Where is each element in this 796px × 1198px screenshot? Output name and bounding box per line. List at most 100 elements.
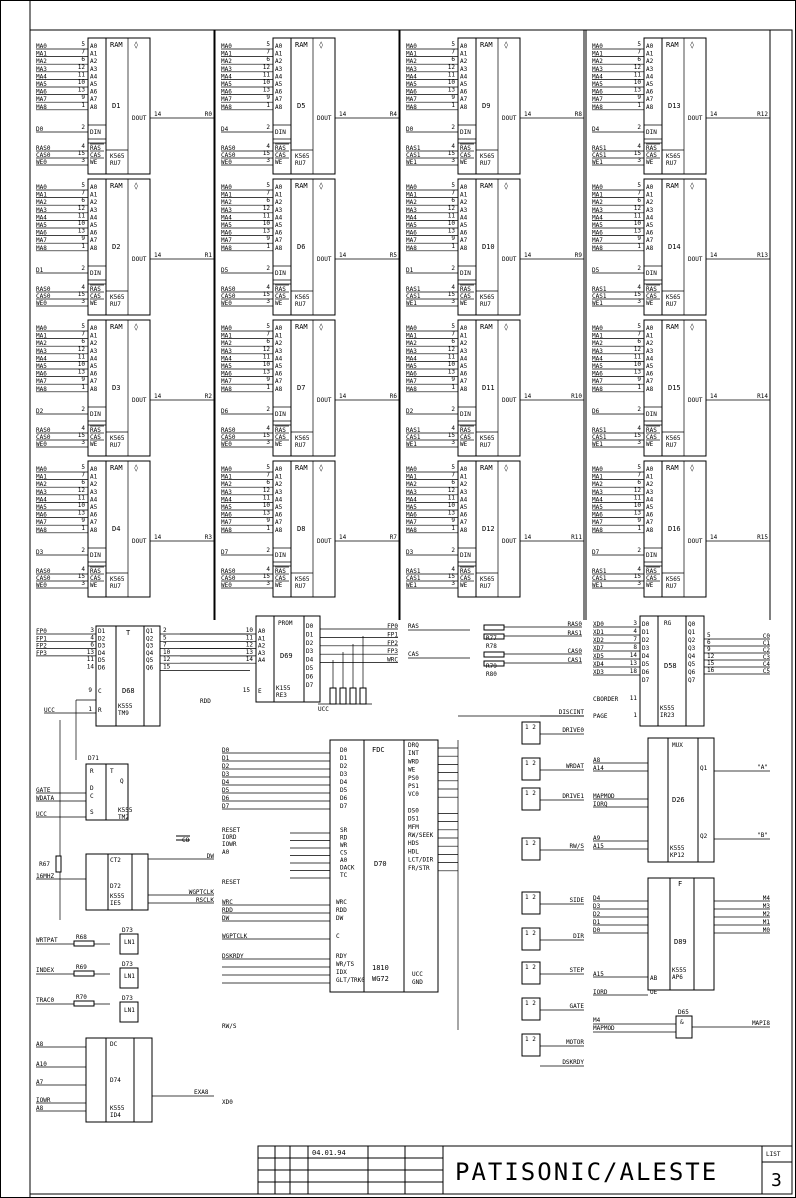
ctrl-pin-number: 3 bbox=[266, 298, 270, 305]
addr-pin-name: A8 bbox=[460, 527, 468, 534]
d89-input-a15: A15 bbox=[593, 971, 604, 978]
addr-pin-number: 12 bbox=[78, 205, 86, 212]
d70-part2: WG72 bbox=[372, 975, 389, 983]
d74-input-iowr: IOWR bbox=[36, 1097, 51, 1104]
ctrl-signal: CAS1 bbox=[406, 575, 421, 582]
din-signal: D2 bbox=[36, 408, 44, 415]
ctrl-signal: CAS0 bbox=[221, 575, 236, 582]
addr-pin-number: 1 bbox=[451, 243, 455, 250]
d26-input-iorq: IORQ bbox=[593, 801, 608, 808]
addr-pin-number: 11 bbox=[78, 353, 86, 360]
addr-pin-name: A1 bbox=[275, 51, 283, 58]
d89-input-d3: D3 bbox=[593, 903, 601, 910]
d69-a-name: A3 bbox=[258, 650, 266, 657]
ctrl-pin-number: 15 bbox=[263, 150, 271, 157]
addr-pin-name: A7 bbox=[460, 237, 468, 244]
addr-pin-number: 13 bbox=[263, 369, 271, 376]
d69-a-name: A4 bbox=[258, 657, 266, 664]
dout-label: DOUT bbox=[688, 115, 703, 122]
addr-pin-number: 10 bbox=[448, 502, 456, 509]
addr-pin-name: A6 bbox=[275, 230, 283, 237]
addr-pin-number: 12 bbox=[78, 487, 86, 494]
d71-part: K555 bbox=[118, 807, 133, 814]
gate-box bbox=[521, 961, 541, 985]
ctrl-signal: CAS0 bbox=[36, 293, 51, 300]
addr-signal-ma4: MA4 bbox=[592, 214, 603, 221]
d68-in-name: D5 bbox=[98, 657, 106, 664]
addr-signal-ma8: MA8 bbox=[592, 386, 603, 393]
addr-signal-ma6: MA6 bbox=[592, 230, 603, 237]
addr-pin-name: A0 bbox=[90, 184, 98, 191]
addr-pin-name: A6 bbox=[90, 230, 98, 237]
ctrl-signal: RAS1 bbox=[592, 427, 607, 434]
addr-pin-number: 5 bbox=[637, 464, 641, 471]
addr-pin-number: 11 bbox=[634, 494, 642, 501]
addr-pin-name: A0 bbox=[275, 184, 283, 191]
addr-pin-number: 7 bbox=[81, 331, 85, 338]
d26-input-a14: A14 bbox=[593, 765, 604, 772]
addr-pin-number: 6 bbox=[637, 338, 641, 345]
din-pin-number: 2 bbox=[637, 547, 641, 554]
ctrl-pin-number: 15 bbox=[448, 291, 456, 298]
d69-ucc: UCC bbox=[318, 706, 329, 713]
d68-ucc: UCC bbox=[44, 707, 55, 714]
addr-pin-number: 5 bbox=[451, 323, 455, 330]
addr-signal-ma1: MA1 bbox=[36, 474, 47, 481]
addr-pin-number: 1 bbox=[81, 243, 85, 250]
d70-data-pin-name: D1 bbox=[340, 755, 348, 762]
d58-q-pin: 15 bbox=[707, 660, 715, 667]
addr-signal-ma8: MA8 bbox=[36, 386, 47, 393]
ctrl-signal: RAS1 bbox=[592, 145, 607, 152]
addr-pin-name: A7 bbox=[460, 378, 468, 385]
ctrl-pin-name: WE bbox=[646, 582, 654, 589]
ram-type-label: RAM bbox=[110, 41, 123, 49]
ctrl-pin-number: 3 bbox=[451, 157, 455, 164]
addr-signal-ma8: MA8 bbox=[221, 104, 232, 111]
dout-signal: R9 bbox=[575, 252, 583, 259]
ram-part-suffix: RU7 bbox=[666, 442, 677, 449]
din-label: DIN bbox=[460, 552, 471, 559]
ctrl-signal: CAS1 bbox=[406, 434, 421, 441]
ras1-out: RAS1 bbox=[568, 630, 583, 637]
addr-pin-name: A0 bbox=[646, 184, 654, 191]
ctrl-pin-number: 15 bbox=[448, 150, 456, 157]
din-signal: D7 bbox=[592, 549, 600, 556]
dout-label: DOUT bbox=[132, 397, 147, 404]
ctrl-pin-number: 15 bbox=[634, 573, 642, 580]
list-number: 3 bbox=[771, 1170, 782, 1191]
d71-input-wdata: WDATA bbox=[36, 795, 54, 802]
gate-type: 1 2 bbox=[525, 894, 536, 901]
gate-type: 1 2 bbox=[525, 790, 536, 797]
ram-chip-name: D10 bbox=[482, 243, 495, 251]
din-signal: D6 bbox=[592, 408, 600, 415]
d58-q-name: Q6 bbox=[688, 669, 696, 676]
d70-right-name: PS1 bbox=[408, 783, 419, 790]
ctrl-signal: RAS0 bbox=[36, 568, 51, 575]
d58-input-xd7: XD7 bbox=[593, 645, 604, 652]
d68-in-name: D1 bbox=[98, 628, 106, 635]
ctrl-signal: RAS1 bbox=[592, 568, 607, 575]
d58-name: D58 bbox=[664, 662, 677, 670]
d68-out-column bbox=[143, 625, 161, 727]
ctrl-signal: WE1 bbox=[406, 159, 417, 166]
addr-signal-ma3: MA3 bbox=[221, 66, 232, 73]
d70-ctrl-in: A0 bbox=[222, 849, 230, 856]
addr-signal-ma7: MA7 bbox=[592, 378, 603, 385]
d89-input-d0: D0 bbox=[593, 927, 601, 934]
addr-pin-name: A6 bbox=[90, 89, 98, 96]
addr-signal-ma6: MA6 bbox=[592, 371, 603, 378]
ctrl-signal: RAS0 bbox=[221, 286, 236, 293]
ctrl-signal: RAS0 bbox=[221, 145, 236, 152]
d68-in-pin: 13 bbox=[87, 649, 95, 656]
d70-ctrl-name: CS bbox=[340, 850, 348, 857]
addr-pin-name: A1 bbox=[90, 51, 98, 58]
dout-label: DOUT bbox=[317, 397, 332, 404]
signal-wrdat: WRDAT bbox=[566, 763, 584, 770]
d72-type: CT2 bbox=[110, 857, 121, 864]
addr-pin-name: A7 bbox=[646, 237, 654, 244]
addr-pin-number: 7 bbox=[637, 190, 641, 197]
d70-mid-in: RDD bbox=[222, 907, 233, 914]
